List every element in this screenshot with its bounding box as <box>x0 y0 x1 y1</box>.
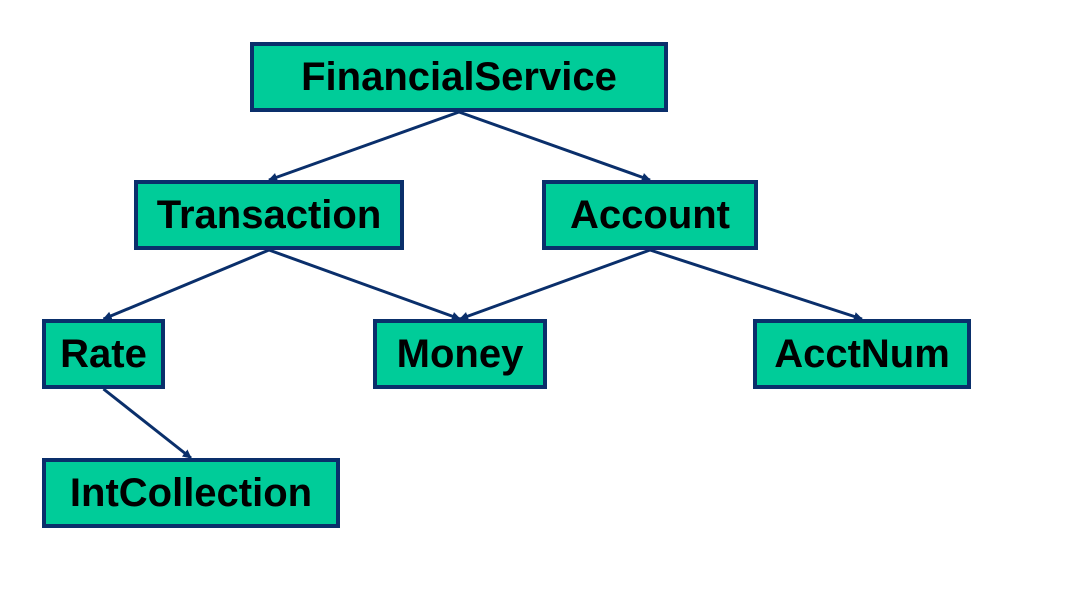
node-rate: Rate <box>42 319 165 389</box>
edge-financial-service-to-transaction <box>268 110 460 182</box>
edge-rate-to-int-collection <box>102 387 192 460</box>
node-int-collection: IntCollection <box>42 458 340 528</box>
edge-transaction-to-money <box>268 248 461 321</box>
edge-transaction-to-rate <box>102 248 270 321</box>
node-transaction: Transaction <box>134 180 404 250</box>
node-money: Money <box>373 319 547 389</box>
node-acct-num: AcctNum <box>753 319 971 389</box>
node-financial-service: FinancialService <box>250 42 668 112</box>
node-account: Account <box>542 180 758 250</box>
edge-account-to-acct-num <box>649 248 863 321</box>
edge-financial-service-to-account <box>458 110 651 182</box>
edge-account-to-money <box>459 248 651 321</box>
